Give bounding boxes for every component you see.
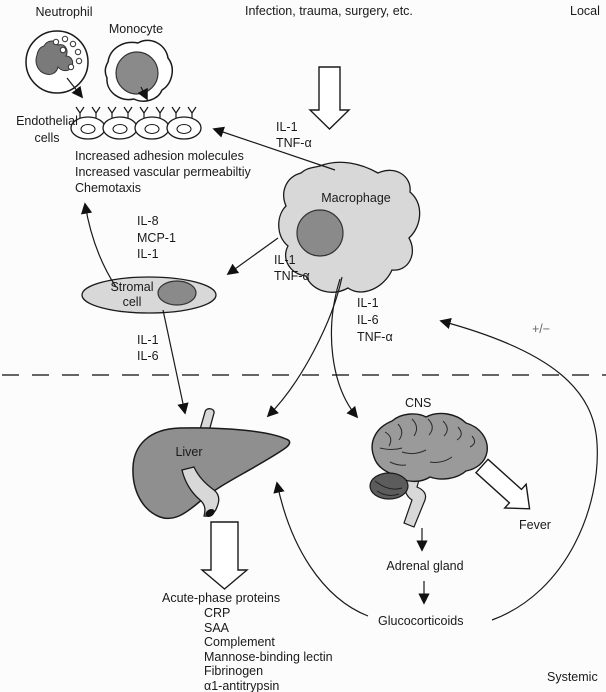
acute-phase-protein: Fibrinogen <box>204 664 264 678</box>
monocyte-to-endothelium-arrow <box>137 86 148 101</box>
liver-label: Liver <box>175 445 203 459</box>
macrophage-icon <box>278 161 421 293</box>
brain-icon <box>369 412 488 528</box>
local-effects-list: Increased adhesion molecules Increased v… <box>75 149 251 195</box>
macrophage-systemic-cytokines: IL-1 IL-6 TNF-α <box>357 296 393 344</box>
neutrophil-label: Neutrophil <box>35 5 93 19</box>
glucocorticoids-to-liver-arrow <box>273 481 369 617</box>
stromal-chemokines-list: IL-8 MCP-1 IL-1 <box>137 214 176 261</box>
acute-phase-protein: Complement <box>204 635 275 649</box>
macrophage-to-stromal-arrow <box>226 237 279 275</box>
stromal-cell-label: Stromal cell <box>110 280 154 309</box>
acute-phase-protein: SAA <box>204 620 230 635</box>
liver-icon <box>132 408 291 520</box>
macrophage-to-cns-arrow <box>330 278 359 419</box>
macrophage-to-stromal-cytokines: IL-1 TNF-α <box>274 253 310 283</box>
adrenal-gland-label: Adrenal gland <box>386 559 464 573</box>
acute-phase-protein: α1-antitrypsin <box>204 678 280 692</box>
monocyte-label: Monocyte <box>108 22 164 36</box>
endothelial-cells-icon <box>70 106 202 140</box>
cns-label: CNS <box>405 396 432 410</box>
liver-output-down-arrow <box>200 521 249 590</box>
macrophage-label: Macrophage <box>321 191 391 205</box>
neutrophil-to-endothelium-arrow <box>66 77 84 99</box>
stromal-to-liver-arrow <box>162 309 189 415</box>
monocyte-icon <box>104 39 174 102</box>
acute-phase-protein: CRP <box>204 606 231 620</box>
acute-phase-heading: Acute-phase proteins <box>162 591 281 605</box>
cause-label: Infection, trauma, surgery, etc. <box>245 4 413 18</box>
endothelial-cells-label: Endothelial cells <box>16 114 78 145</box>
stromal-to-effects-arrow <box>80 202 117 288</box>
fever-label: Fever <box>519 518 551 532</box>
macrophage-to-endothelium-cytokines: IL-1 TNF-α <box>276 120 312 150</box>
stromal-to-liver-cytokines: IL-1 IL-6 <box>137 333 159 363</box>
neutrophil-icon <box>25 30 89 94</box>
brain-sulci <box>379 418 476 466</box>
acute-phase-protein: Mannose-binding lectin <box>204 649 333 664</box>
fever-arrow <box>474 458 531 510</box>
glucocorticoids-label: Glucocorticoids <box>378 614 464 628</box>
glucocorticoids-feedback-arrow <box>439 318 598 621</box>
infection-down-arrow <box>308 66 351 130</box>
acute-phase-protein-list: CRP SAA Complement Mannose-binding lecti… <box>204 606 333 692</box>
systemic-region-label: Systemic <box>547 670 598 684</box>
macrophage-to-endothelium-arrow <box>212 126 336 171</box>
feedback-sign-label: +/− <box>532 322 551 336</box>
local-region-label: Local <box>570 4 600 18</box>
macrophage-to-liver-arrow <box>266 276 343 418</box>
